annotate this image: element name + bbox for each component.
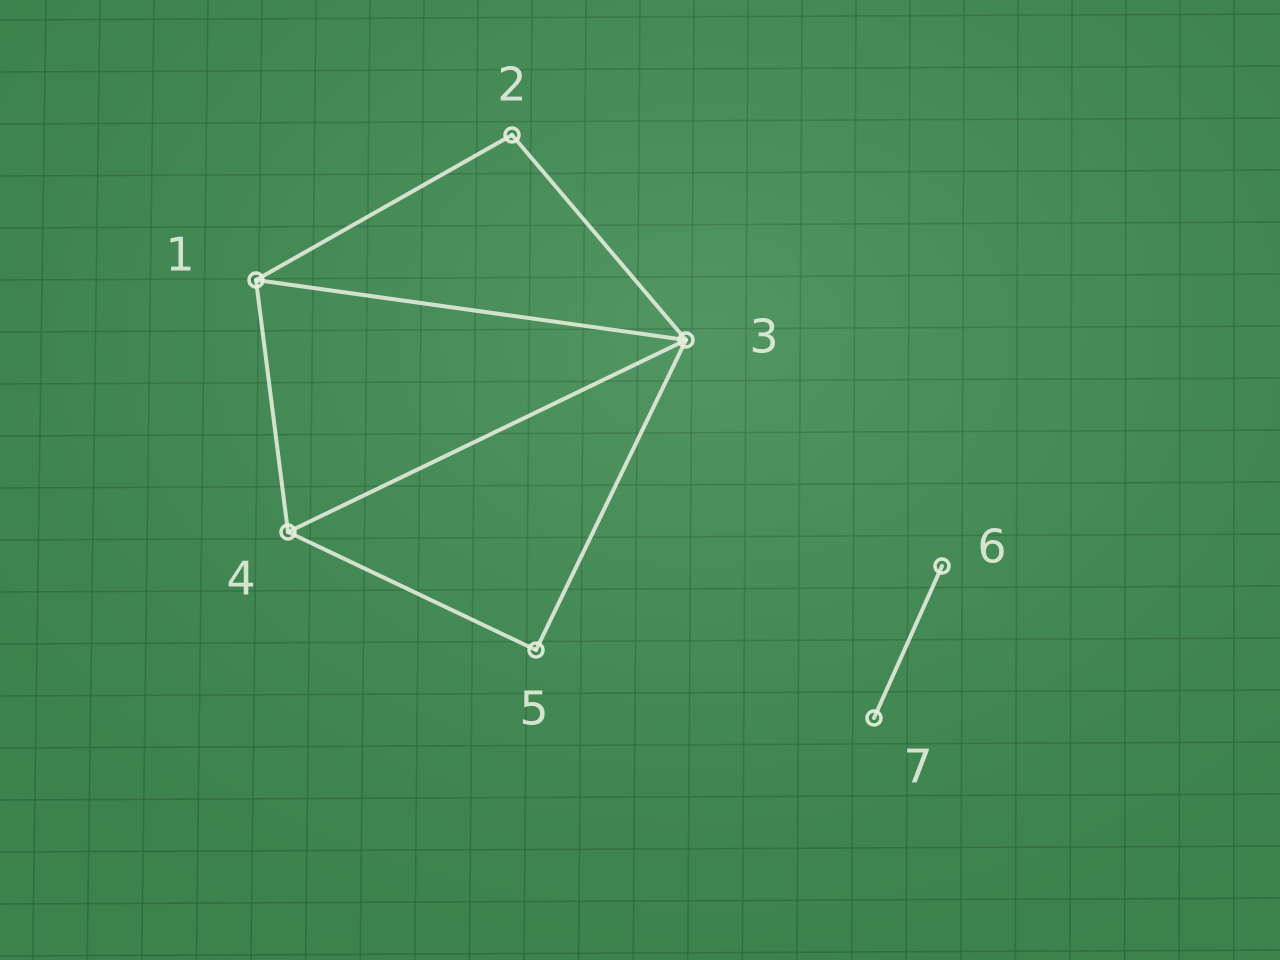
node-5-marker (527, 641, 545, 659)
edge-1-2 (254, 133, 514, 282)
graph-edges (254, 133, 944, 720)
node-1-label: 1 (165, 228, 194, 282)
node-6-marker (933, 557, 951, 575)
node-4-label: 4 (226, 552, 255, 606)
node-2-label: 2 (497, 58, 526, 112)
node-5-label: 5 (519, 682, 548, 736)
edge-3-4 (286, 338, 688, 534)
node-7-marker (865, 709, 883, 727)
edge-3-5 (534, 338, 688, 652)
node-7-label: 7 (903, 740, 932, 794)
edge-1-4 (254, 278, 290, 534)
graph-labels: 1 2 3 4 5 6 7 (165, 58, 1006, 794)
node-6-label: 6 (977, 520, 1006, 574)
node-2-marker (503, 126, 521, 144)
edge-4-5 (286, 530, 538, 652)
node-3-label: 3 (749, 310, 778, 364)
graph-nodes (247, 126, 951, 727)
node-3-marker (677, 331, 695, 349)
edge-2-3 (510, 133, 688, 342)
node-4-marker (279, 523, 297, 541)
edge-1-3 (254, 278, 688, 342)
node-1-marker (247, 271, 265, 289)
edge-6-7 (872, 564, 944, 720)
